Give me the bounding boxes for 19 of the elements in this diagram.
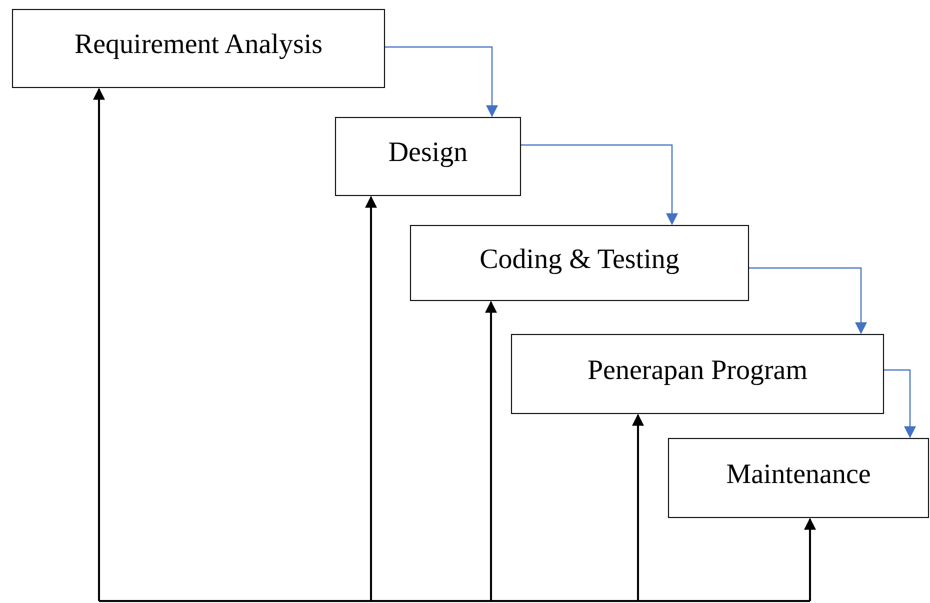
process-box xyxy=(668,438,929,518)
arrow xyxy=(485,300,497,601)
step-label: Design xyxy=(388,136,468,170)
step-label: Maintenance xyxy=(726,458,871,492)
step-label: Requirement Analysis xyxy=(74,28,323,62)
arrow xyxy=(365,196,377,601)
step-label: Coding & Testing xyxy=(480,242,680,276)
arrow xyxy=(93,88,105,601)
process-box xyxy=(410,225,749,301)
process-box xyxy=(335,117,521,196)
process-box xyxy=(511,334,884,414)
process-box xyxy=(12,9,385,88)
arrow xyxy=(632,414,644,601)
arrow xyxy=(804,518,816,601)
arrow xyxy=(884,369,916,438)
arrow xyxy=(385,46,498,118)
arrow xyxy=(521,144,678,226)
arrow xyxy=(749,267,867,334)
step-label: Penerapan Program xyxy=(587,354,808,388)
